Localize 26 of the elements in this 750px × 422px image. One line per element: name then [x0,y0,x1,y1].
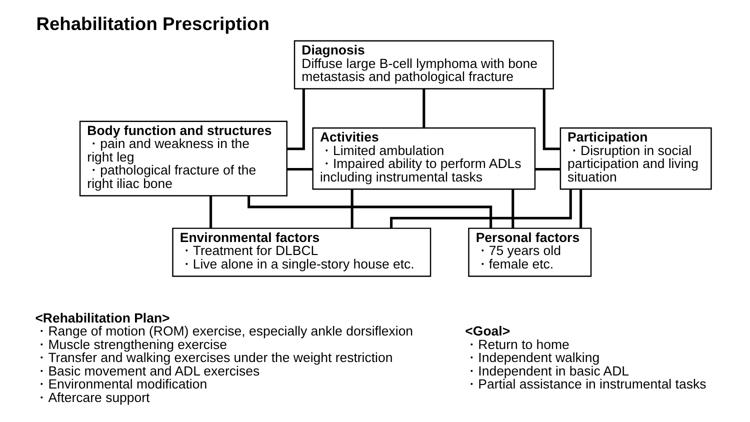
label: <Goal> [465,324,510,339]
label: ・Aftercare support [35,390,150,405]
node-box: Personal factors ・75 years old ・female etc. [468,228,592,277]
node-box: Participation ・Disruption in social participation and living situation [560,127,712,190]
connector [210,196,212,228]
label: ・Range of motion (ROM) exercise, especially ankle dorsiflexion [35,324,414,339]
label: ・Independent walking [465,350,600,366]
connector [350,189,354,228]
label: ・Partial assistance in instrumental tasks [465,376,706,392]
node-box: Body function and structures ・pain and weakness in the right leg ・pathological fracture of the right iliac bone [79,120,288,196]
connector [286,89,305,150]
connector [542,89,560,150]
diagram-title: Rehabilitation Prescription [36,13,270,34]
connector [580,189,582,228]
node-box: Activities ・Limited ambulation ・Impaired ability to perform ADLs including instrumental tasks [312,127,536,190]
node-box: Diagnosis Diffuse large B-cell lymphoma with bone metastasis and pathological fracture [294,40,554,90]
connector [248,196,492,228]
connector [390,189,572,228]
connector [512,189,514,228]
node-box: Environmental factors ・Treatment for DLBCL ・Live alone in a single-story house etc. [172,228,432,277]
connector [287,168,312,170]
label: ・Environmental modification [35,376,208,392]
connector [422,88,426,128]
label: ・Return to home [465,336,570,352]
connector [535,168,560,170]
label: <Rehabilitation Plan> [35,310,170,326]
